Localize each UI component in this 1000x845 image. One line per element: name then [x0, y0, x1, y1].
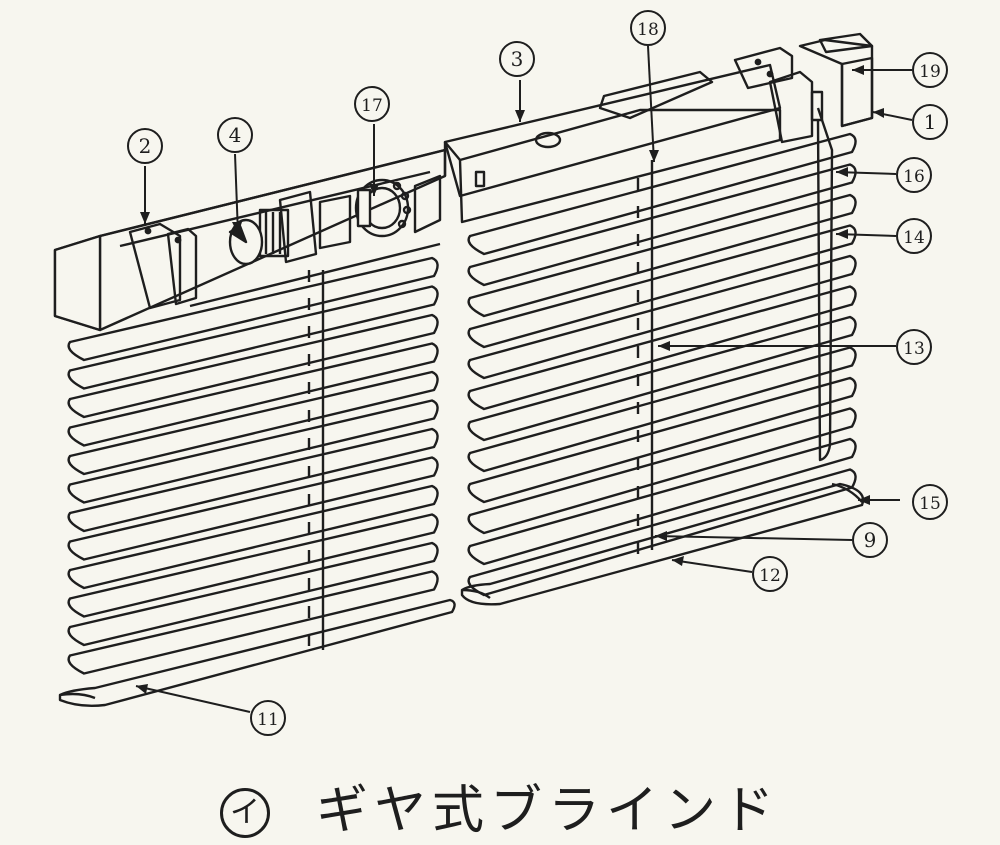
svg-text:17: 17	[361, 96, 383, 116]
callout-4: 4	[217, 117, 253, 153]
right-slat	[467, 285, 857, 411]
left-slat	[67, 342, 439, 447]
callout-13: 13	[896, 329, 932, 365]
callout-18: 18	[630, 10, 666, 46]
svg-text:9: 9	[864, 528, 877, 552]
arrowheads	[136, 65, 884, 694]
left-slat	[67, 513, 439, 618]
right-slat	[467, 224, 857, 349]
left-slat	[67, 541, 439, 647]
caption-text: ギヤ式ブラインド	[315, 781, 780, 841]
left-slat	[67, 484, 439, 590]
right-slat	[467, 468, 857, 597]
right-slat	[467, 407, 857, 535]
callout-14: 14	[896, 218, 932, 254]
callout-15: 15	[912, 484, 948, 520]
callout-19: 19	[912, 52, 948, 88]
tilt-rod-holder	[318, 174, 442, 250]
svg-text:2: 2	[139, 134, 152, 158]
left-slat	[67, 285, 439, 390]
callout-16: 16	[896, 157, 932, 193]
svg-text:3: 3	[511, 47, 524, 71]
right-slats	[467, 132, 857, 597]
callout-2: 2	[127, 128, 163, 164]
svg-text:12: 12	[759, 566, 781, 586]
svg-text:1: 1	[924, 110, 937, 134]
right-slat	[467, 376, 857, 504]
callout-17: 17	[354, 86, 390, 122]
callout-9: 9	[852, 522, 888, 558]
caption-marker: イ	[219, 788, 270, 838]
left-slat	[67, 456, 439, 561]
callouts: 1 2 3 4 9 11 12 13 14 15 16 17 18 19	[127, 10, 948, 736]
left-slat	[67, 370, 439, 476]
right-slat	[467, 437, 857, 566]
svg-text:13: 13	[903, 339, 925, 359]
callout-12: 12	[752, 556, 788, 592]
figure-caption: イギヤ式ブラインド	[0, 768, 1000, 843]
left-slat	[67, 313, 439, 419]
right-end-cap	[733, 32, 874, 144]
svg-text:19: 19	[919, 62, 941, 82]
left-slat	[67, 399, 439, 504]
right-slat	[467, 163, 857, 287]
left-bottom-rail	[58, 598, 456, 708]
svg-text:11: 11	[257, 710, 279, 730]
right-slat	[467, 315, 857, 442]
svg-text:18: 18	[637, 20, 659, 40]
svg-text:4: 4	[229, 123, 242, 147]
left-slats	[67, 256, 439, 675]
right-slat	[467, 346, 857, 473]
left-bracket	[128, 222, 198, 310]
right-slat	[467, 132, 857, 256]
right-slat	[467, 254, 857, 380]
right-head-rail	[443, 63, 782, 224]
callout-11: 11	[250, 700, 286, 736]
svg-text:16: 16	[903, 167, 925, 187]
right-slat	[467, 193, 857, 318]
callout-3: 3	[499, 41, 535, 77]
left-slat	[67, 256, 439, 362]
callout-1: 1	[912, 104, 948, 140]
svg-text:14: 14	[903, 228, 925, 248]
left-slat	[67, 427, 439, 533]
svg-text:15: 15	[919, 494, 941, 514]
left-slat	[67, 570, 439, 675]
